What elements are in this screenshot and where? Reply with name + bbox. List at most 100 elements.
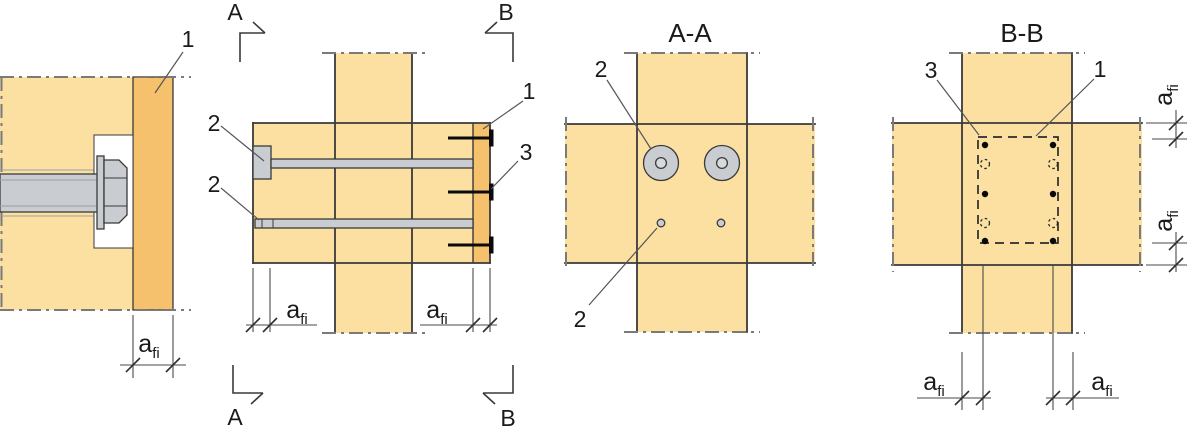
dimension-tick [1168,115,1184,131]
section-title-aa: A-A [668,18,712,48]
protective-panel-strip [132,76,174,311]
callout-leader-bolt-upper [220,125,265,162]
dimension-tick [245,317,261,333]
dim-base: a [426,296,440,324]
dimension-tick [975,390,991,406]
dimension-tick [482,317,498,333]
section-letter-a: A [227,0,243,25]
dimension-tick [465,317,481,333]
dimension-tick [1045,390,1061,406]
fastener-dot [1049,141,1057,149]
bolt-head-block [252,145,272,180]
callout-bolt: 2 [208,110,221,136]
callout-leader-panel [1035,78,1095,137]
callout-leader-bolt [588,227,658,306]
callout-leader-bolt [606,79,652,150]
panel-detail-view: 1 afi [0,26,194,378]
dim-sub: fi [1165,210,1182,218]
callout-leader-fastener [936,79,980,136]
section-mark-a-top [239,32,265,62]
panel-fastener [448,236,494,254]
section-mark-tick [484,21,498,34]
callout-bolt: 2 [595,56,608,82]
beam-member [253,123,473,263]
callout-bolt: 2 [208,171,221,197]
dimension-tick [1168,257,1184,273]
fastener-dot [981,141,989,149]
fastener-dot [1049,190,1057,198]
callout-bolt: 2 [574,306,587,332]
fastener-head [489,236,494,254]
panel-section-aa: A-A 2 2 [564,18,816,333]
hidden-bolt-circle [1047,158,1059,170]
fastener-head [489,183,494,201]
dimension-afi-vertical: afi [1150,84,1182,105]
fastener-dot [981,237,989,245]
callout-leader-fastener [490,160,519,190]
hidden-bolt-circle [1047,217,1059,229]
section-mark-tick [250,392,264,405]
dimension-tick [1065,390,1081,406]
callout-fastener: 3 [925,57,938,83]
dimension-tick [262,317,278,333]
dimension-afi: afi [138,330,159,362]
section-letter-a: A [227,404,243,430]
dimension-afi: afi [923,368,944,400]
dim-sub: fi [937,383,945,400]
dim-base: a [1150,218,1178,232]
bolt-shank-upper [270,158,474,169]
dim-sub: fi [300,311,308,328]
callout-leader-bolt-lower [220,187,260,221]
panel-section-bb: B-B 3 1 afi [891,18,1187,410]
section-title-bb: B-B [1000,18,1043,48]
hidden-bolt-circle [979,158,991,170]
section-letter-b: B [498,0,513,25]
dim-sub: fi [440,311,448,328]
dim-sub: fi [1105,383,1113,400]
dim-sub: fi [152,345,160,362]
dim-sub: fi [1165,84,1182,92]
panel-fastener [448,129,494,147]
dimension-tick [1168,131,1184,147]
dim-base: a [286,296,300,324]
bolt-hex-head [103,159,128,224]
bolt-end [715,156,729,170]
bolt-shank-section [716,218,726,228]
dimension-afi: afi [286,296,307,328]
dimension-tick [125,357,141,373]
bolt-shank-lower [254,218,474,229]
section-mark-a-bottom [232,365,263,394]
section-mark-tick [252,21,266,34]
beam-member [892,123,1142,265]
dim-base: a [1091,368,1105,396]
hidden-panel-outline [977,136,1059,244]
dimension-tick [165,357,181,373]
dimension-tick [954,390,970,406]
washer [96,155,105,230]
bolt-end [654,156,668,170]
callout-panel: 1 [182,26,195,52]
panel-fastener [448,183,494,201]
section-mark-tick [482,392,496,405]
callout-panel: 1 [523,78,536,104]
callout-panel: 1 [1094,56,1107,82]
dimension-afi: afi [426,296,447,328]
panel-elevation-view: 2 2 1 3 afi afi A B A B [208,0,536,431]
dimension-afi-vertical: afi [1150,210,1182,231]
fastener-head [489,129,494,147]
section-mark-b-top [485,32,514,62]
callout-leader-panel [482,100,524,130]
beam-member [565,124,815,263]
section-mark-b-bottom [483,365,514,394]
bolt-shank-section [656,218,666,228]
section-letter-b: B [500,405,515,431]
dim-base: a [923,368,937,396]
dim-base: a [1150,92,1178,106]
callout-fastener: 3 [520,139,533,165]
dim-base: a [138,330,152,358]
callout-leader-panel [154,51,184,94]
dimension-afi: afi [1091,368,1112,400]
hidden-bolt-circle [979,217,991,229]
